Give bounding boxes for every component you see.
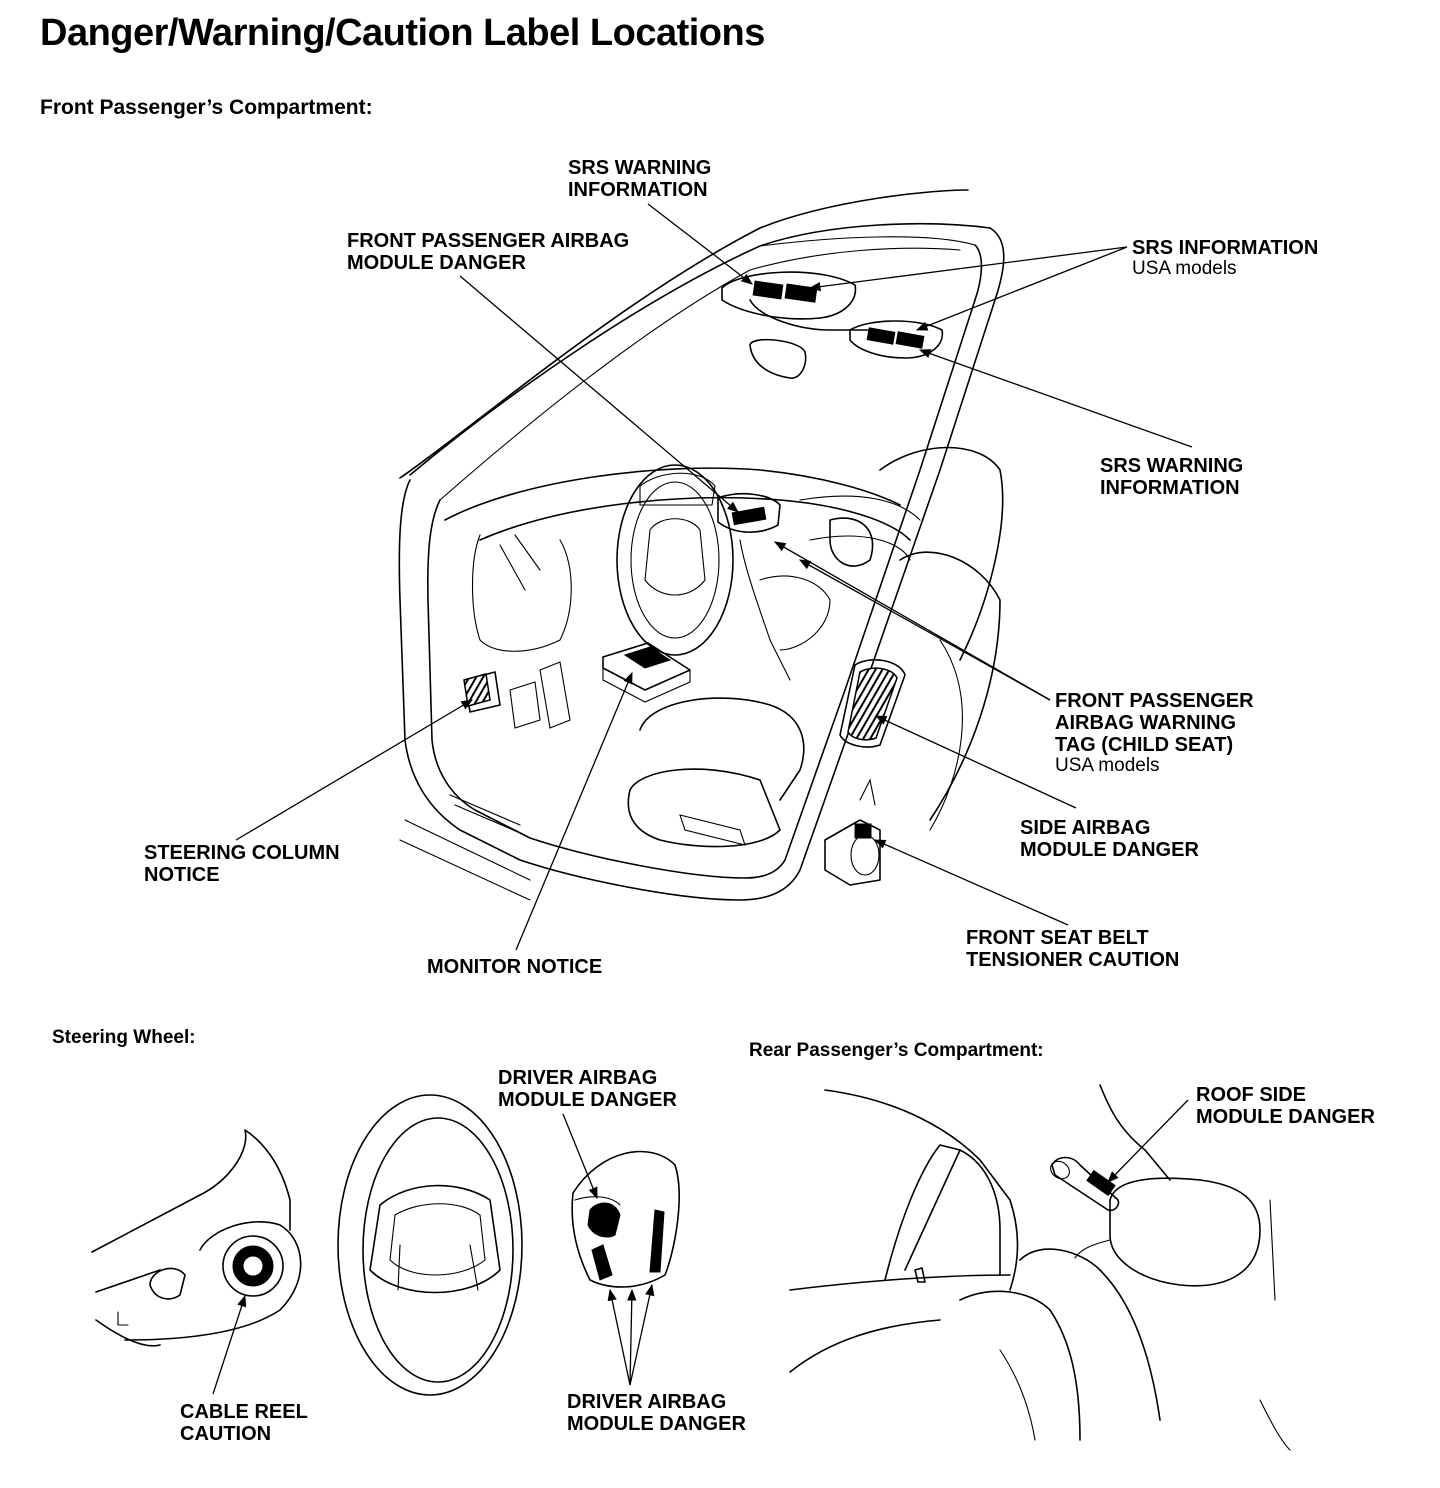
label-seat-belt-tensioner: FRONT SEAT BELT TENSIONER CAUTION [966,927,1180,971]
section-rear-compartment: Rear Passenger’s Compartment: [749,1040,1044,1061]
label-srs-information: SRS INFORMATION [1132,237,1319,259]
label-cable-reel-caution: CABLE REEL CAUTION [180,1401,308,1445]
label-srs-information-models: USA models [1132,258,1237,279]
front-leader-lines [235,203,1193,951]
front-compartment-drawing [398,189,1005,901]
label-steering-column-notice: STEERING COLUMN NOTICE [144,842,340,886]
steering-column-drawing [91,1129,302,1395]
label-front-passenger-airbag-danger: FRONT PASSENGER AIRBAG MODULE DANGER [347,230,630,274]
page-title: Danger/Warning/Caution Label Locations [40,12,765,54]
label-srs-warning-pillar: SRS WARNING INFORMATION [1100,455,1244,499]
airbag-module-drawing [562,1113,680,1386]
section-front-compartment: Front Passenger’s Compartment: [40,96,373,119]
steering-wheel-drawing [337,1094,523,1396]
label-srs-warning-visor: SRS WARNING INFORMATION [568,157,712,201]
section-steering-wheel: Steering Wheel: [52,1027,196,1048]
label-monitor-notice: MONITOR NOTICE [427,956,603,978]
label-driver-airbag-danger-top: DRIVER AIRBAG MODULE DANGER [498,1067,677,1111]
label-warning-tag-models: USA models [1055,755,1160,776]
rear-compartment-drawing [789,1084,1291,1451]
label-side-airbag-danger: SIDE AIRBAG MODULE DANGER [1020,817,1199,861]
label-roof-side-danger: ROOF SIDE MODULE DANGER [1196,1084,1375,1128]
label-driver-airbag-danger-bottom: DRIVER AIRBAG MODULE DANGER [567,1391,746,1435]
label-front-passenger-warning-tag: FRONT PASSENGER AIRBAG WARNING TAG (CHIL… [1055,690,1254,756]
